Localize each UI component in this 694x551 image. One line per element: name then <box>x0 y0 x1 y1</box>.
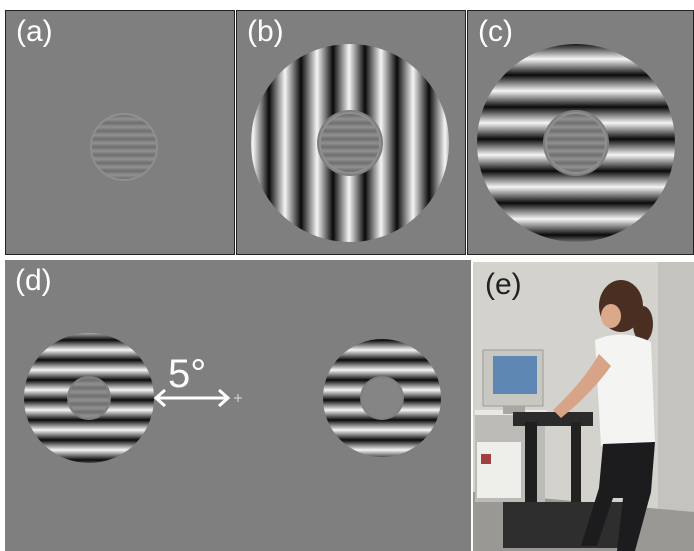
panel-a: (a) <box>5 10 235 255</box>
vertical-grating-surround <box>251 44 449 242</box>
panel-d-label: (d) <box>15 264 52 297</box>
eccentricity-label: 5° <box>168 352 207 396</box>
panel-c-label: (c) <box>478 15 513 48</box>
panel-b-label: (b) <box>247 15 284 48</box>
panel-b: (b) <box>236 10 466 255</box>
panel-a-label: (a) <box>16 15 53 48</box>
panel-e-label: (e) <box>485 268 522 301</box>
treadmill-setup-photo <box>473 262 694 551</box>
panel-d: (d) 5° <box>5 260 471 551</box>
panel-c: (c) <box>467 10 694 255</box>
central-target-stimulus <box>90 113 158 181</box>
horizontal-grating-surround <box>477 44 675 242</box>
peripheral-stimuli <box>24 333 441 463</box>
panel-e-photo: (e) <box>473 262 694 551</box>
